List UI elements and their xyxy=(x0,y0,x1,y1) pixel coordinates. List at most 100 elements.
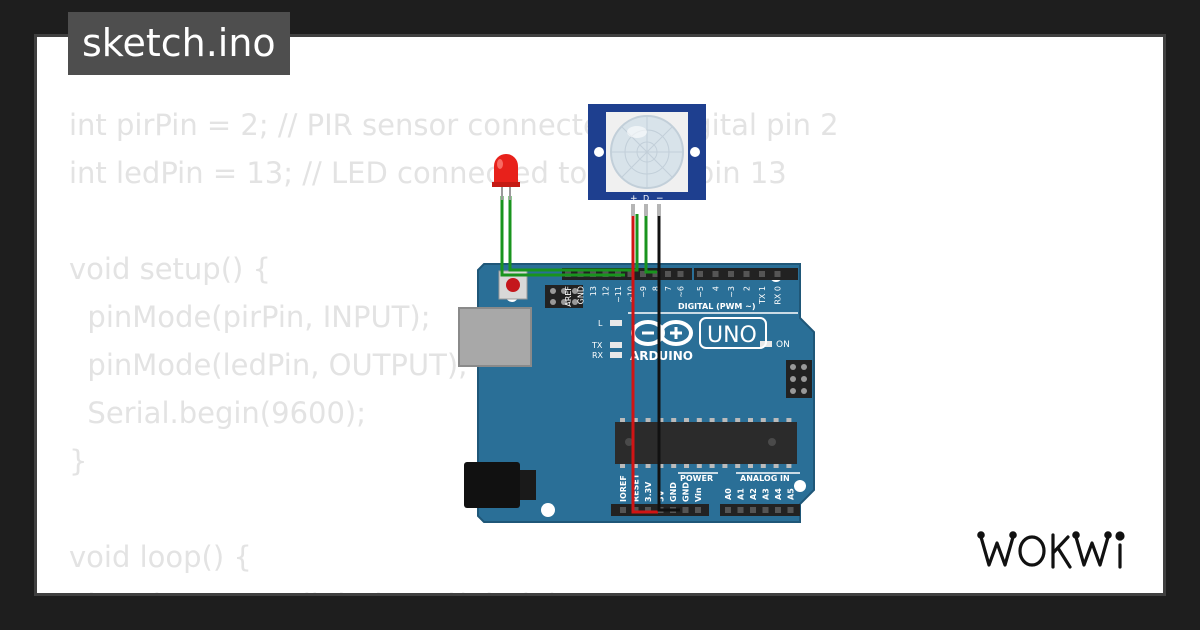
file-tab[interactable]: sketch.ino xyxy=(68,12,290,75)
pin-label: 13 xyxy=(589,286,598,296)
chip-pin xyxy=(658,464,664,468)
pin-label: 2 xyxy=(743,286,752,291)
chip-pin xyxy=(760,418,766,422)
l-led xyxy=(610,320,622,326)
code-line: } xyxy=(69,444,88,478)
code-line: pinMode(ledPin, OUTPUT); xyxy=(69,348,468,382)
wokwi-logo-icon xyxy=(977,531,1125,569)
header-pin xyxy=(632,507,639,513)
pin-label: A3 xyxy=(762,488,771,500)
wires xyxy=(500,196,680,514)
pir-pin-minus: − xyxy=(656,194,664,204)
rx-led xyxy=(610,352,622,358)
atmega-chip xyxy=(615,418,797,468)
header-pin xyxy=(775,507,781,513)
code-line: void setup() { xyxy=(69,252,271,286)
pir-pin-data: D xyxy=(643,194,649,203)
power-jack xyxy=(464,462,520,508)
pin-label: AREF xyxy=(564,286,573,307)
code-line: pinMode(pirPin, INPUT); xyxy=(69,300,431,334)
header-pin xyxy=(725,507,731,513)
pin-label: GND xyxy=(577,286,586,304)
header-pin xyxy=(652,271,659,277)
red-led[interactable] xyxy=(492,154,520,200)
pin-label: 5V xyxy=(657,489,666,502)
pin-label: A0 xyxy=(724,488,733,500)
chip-pin xyxy=(632,464,638,468)
chip-pin xyxy=(709,464,715,468)
chip-pin xyxy=(773,464,779,468)
pir-ground-wire xyxy=(657,214,680,512)
header-pin xyxy=(697,271,703,277)
board-brand: ARDUINO xyxy=(630,349,693,363)
model-badge xyxy=(699,317,767,349)
header-pin xyxy=(695,507,701,513)
pin-label: ~5 xyxy=(696,286,705,298)
pin-label: 8 xyxy=(652,286,661,291)
pin-label: 3.3V xyxy=(644,481,653,502)
header-pin xyxy=(774,271,781,277)
header-pin xyxy=(750,507,756,513)
pir-power-wire xyxy=(631,214,658,514)
code-line: void loop() { xyxy=(69,540,252,574)
chip-pin xyxy=(709,418,715,422)
chip-pin xyxy=(786,464,792,468)
chip-pin xyxy=(748,464,753,468)
pin-label: 4 xyxy=(712,286,721,291)
chip-pin xyxy=(760,464,766,468)
mounting-hole xyxy=(541,503,555,517)
analog-label: ANALOG IN xyxy=(740,474,790,483)
file-tab-label: sketch.ino xyxy=(82,21,276,65)
pin-label: A1 xyxy=(737,488,746,500)
pin-label: ~6 xyxy=(677,286,686,298)
chip-pin xyxy=(722,464,728,468)
chip-pin xyxy=(632,418,638,422)
header-pin xyxy=(677,271,684,277)
header-pin xyxy=(620,507,626,513)
usb-connector xyxy=(458,307,532,367)
board-model: UNO xyxy=(707,323,757,348)
chip-pin xyxy=(748,418,753,422)
pin-label: 12 xyxy=(602,286,611,296)
chip-pin xyxy=(735,464,741,468)
pin-label: A4 xyxy=(774,488,783,500)
tx-led xyxy=(610,342,622,348)
pin-label: IOREF xyxy=(619,475,628,502)
led-anode-wire xyxy=(508,196,639,272)
chip-pin xyxy=(735,418,741,422)
on-led-label: ON xyxy=(776,340,790,350)
pir-pin-plus: + xyxy=(630,194,638,204)
code-editor[interactable]: int pirPin = 2; // PIR sensor connected … xyxy=(69,101,839,593)
header-pin xyxy=(759,271,765,277)
tx-led-label: TX xyxy=(591,341,603,350)
header-pin xyxy=(665,271,671,277)
chip-pin xyxy=(620,464,625,468)
chip-pin xyxy=(722,418,728,422)
code-line: Serial.begin(9600); xyxy=(69,396,367,430)
pir-signal-wire xyxy=(644,214,657,274)
chip-pin xyxy=(696,418,702,422)
header-pin xyxy=(627,271,634,277)
header-pin xyxy=(787,507,794,513)
header-pin xyxy=(737,507,744,513)
rx-led-label: RX xyxy=(592,351,604,360)
pin-label: ~11 xyxy=(614,286,623,303)
chip-pin xyxy=(684,418,689,422)
pin-label: A2 xyxy=(749,488,758,500)
chip-pin xyxy=(645,464,651,468)
digital-label: DIGITAL (PWM ~) xyxy=(678,302,756,311)
pin-label: GND xyxy=(682,482,691,502)
chip-pin xyxy=(620,418,625,422)
chip-pin xyxy=(671,418,677,422)
header-pin xyxy=(682,507,689,513)
pin-label: TX 1 xyxy=(758,286,767,305)
pin-label: Vin xyxy=(694,487,703,502)
l-led-label: L xyxy=(598,319,603,328)
pin-label: RESET xyxy=(632,473,641,502)
icsp-header-right xyxy=(786,360,812,398)
pir-motion-sensor[interactable]: + D − xyxy=(588,104,706,216)
pin-label: GND xyxy=(669,482,678,502)
header-pin xyxy=(743,271,750,277)
